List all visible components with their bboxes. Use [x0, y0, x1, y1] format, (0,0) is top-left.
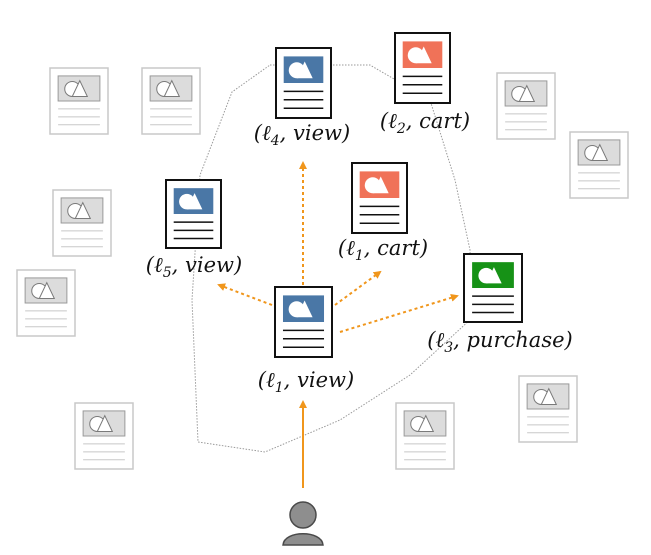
- faded-document-icon-8: [395, 402, 455, 470]
- label-l4-view: (ℓ4, view): [254, 121, 350, 149]
- label-l1-view: (ℓ1, view): [258, 368, 354, 396]
- faded-document-icon-2: [141, 67, 201, 135]
- arrow-l1-view-to-l5-view: [217, 283, 273, 306]
- session-boundary: [191, 64, 473, 453]
- label-l2-cart: (ℓ2, cart): [380, 109, 470, 137]
- arrow-l1-view-to-l1-cart: [334, 270, 382, 306]
- faded-document-icon-6: [16, 269, 76, 337]
- faded-document-icon-9: [518, 375, 578, 443]
- faded-document-icon-5: [52, 189, 112, 257]
- label-l5-view: (ℓ5, view): [146, 253, 242, 281]
- label-l3-purchase: (ℓ3, purchase): [427, 328, 572, 356]
- arrow-l1-view-to-l3-purchase: [339, 293, 459, 333]
- document-icon-l2-cart: [394, 32, 451, 104]
- faded-document-icon-3: [496, 72, 556, 140]
- document-icon-l4-view: [275, 47, 332, 119]
- faded-document-icon-1: [49, 67, 109, 135]
- faded-document-icon-4: [569, 131, 629, 199]
- label-l1-cart: (ℓ1, cart): [338, 236, 428, 264]
- faded-document-icon-7: [74, 402, 134, 470]
- document-icon-l1-view: [274, 286, 333, 358]
- document-icon-l5-view: [165, 179, 222, 249]
- document-icon-l3-purchase: [463, 253, 523, 323]
- user-icon: [282, 501, 324, 546]
- document-icon-l1-cart: [351, 162, 408, 234]
